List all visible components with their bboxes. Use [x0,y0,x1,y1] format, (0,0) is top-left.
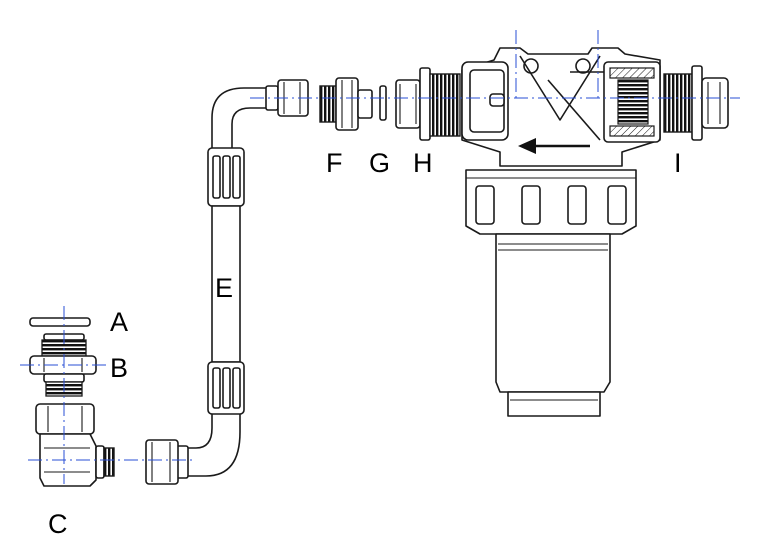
part-h-fitting [395,67,461,141]
label-f: F [326,148,343,178]
part-i-fitting [663,65,729,141]
label-i: I [674,148,682,178]
label-e: E [215,273,233,303]
part-c-elbow [35,403,115,487]
arrow-left-icon [518,138,590,154]
part-g-washer [379,85,387,121]
part-a-washer [29,317,91,327]
part-f-adapter [319,77,373,131]
knurl-ribs [475,185,627,225]
part-e-hose [145,79,309,485]
label-a: A [110,307,128,337]
label-b: B [110,353,128,383]
label-c: C [48,509,68,539]
label-h: H [413,148,433,178]
centerlines [20,30,740,484]
filter-body [461,47,661,417]
label-g: G [369,148,390,178]
